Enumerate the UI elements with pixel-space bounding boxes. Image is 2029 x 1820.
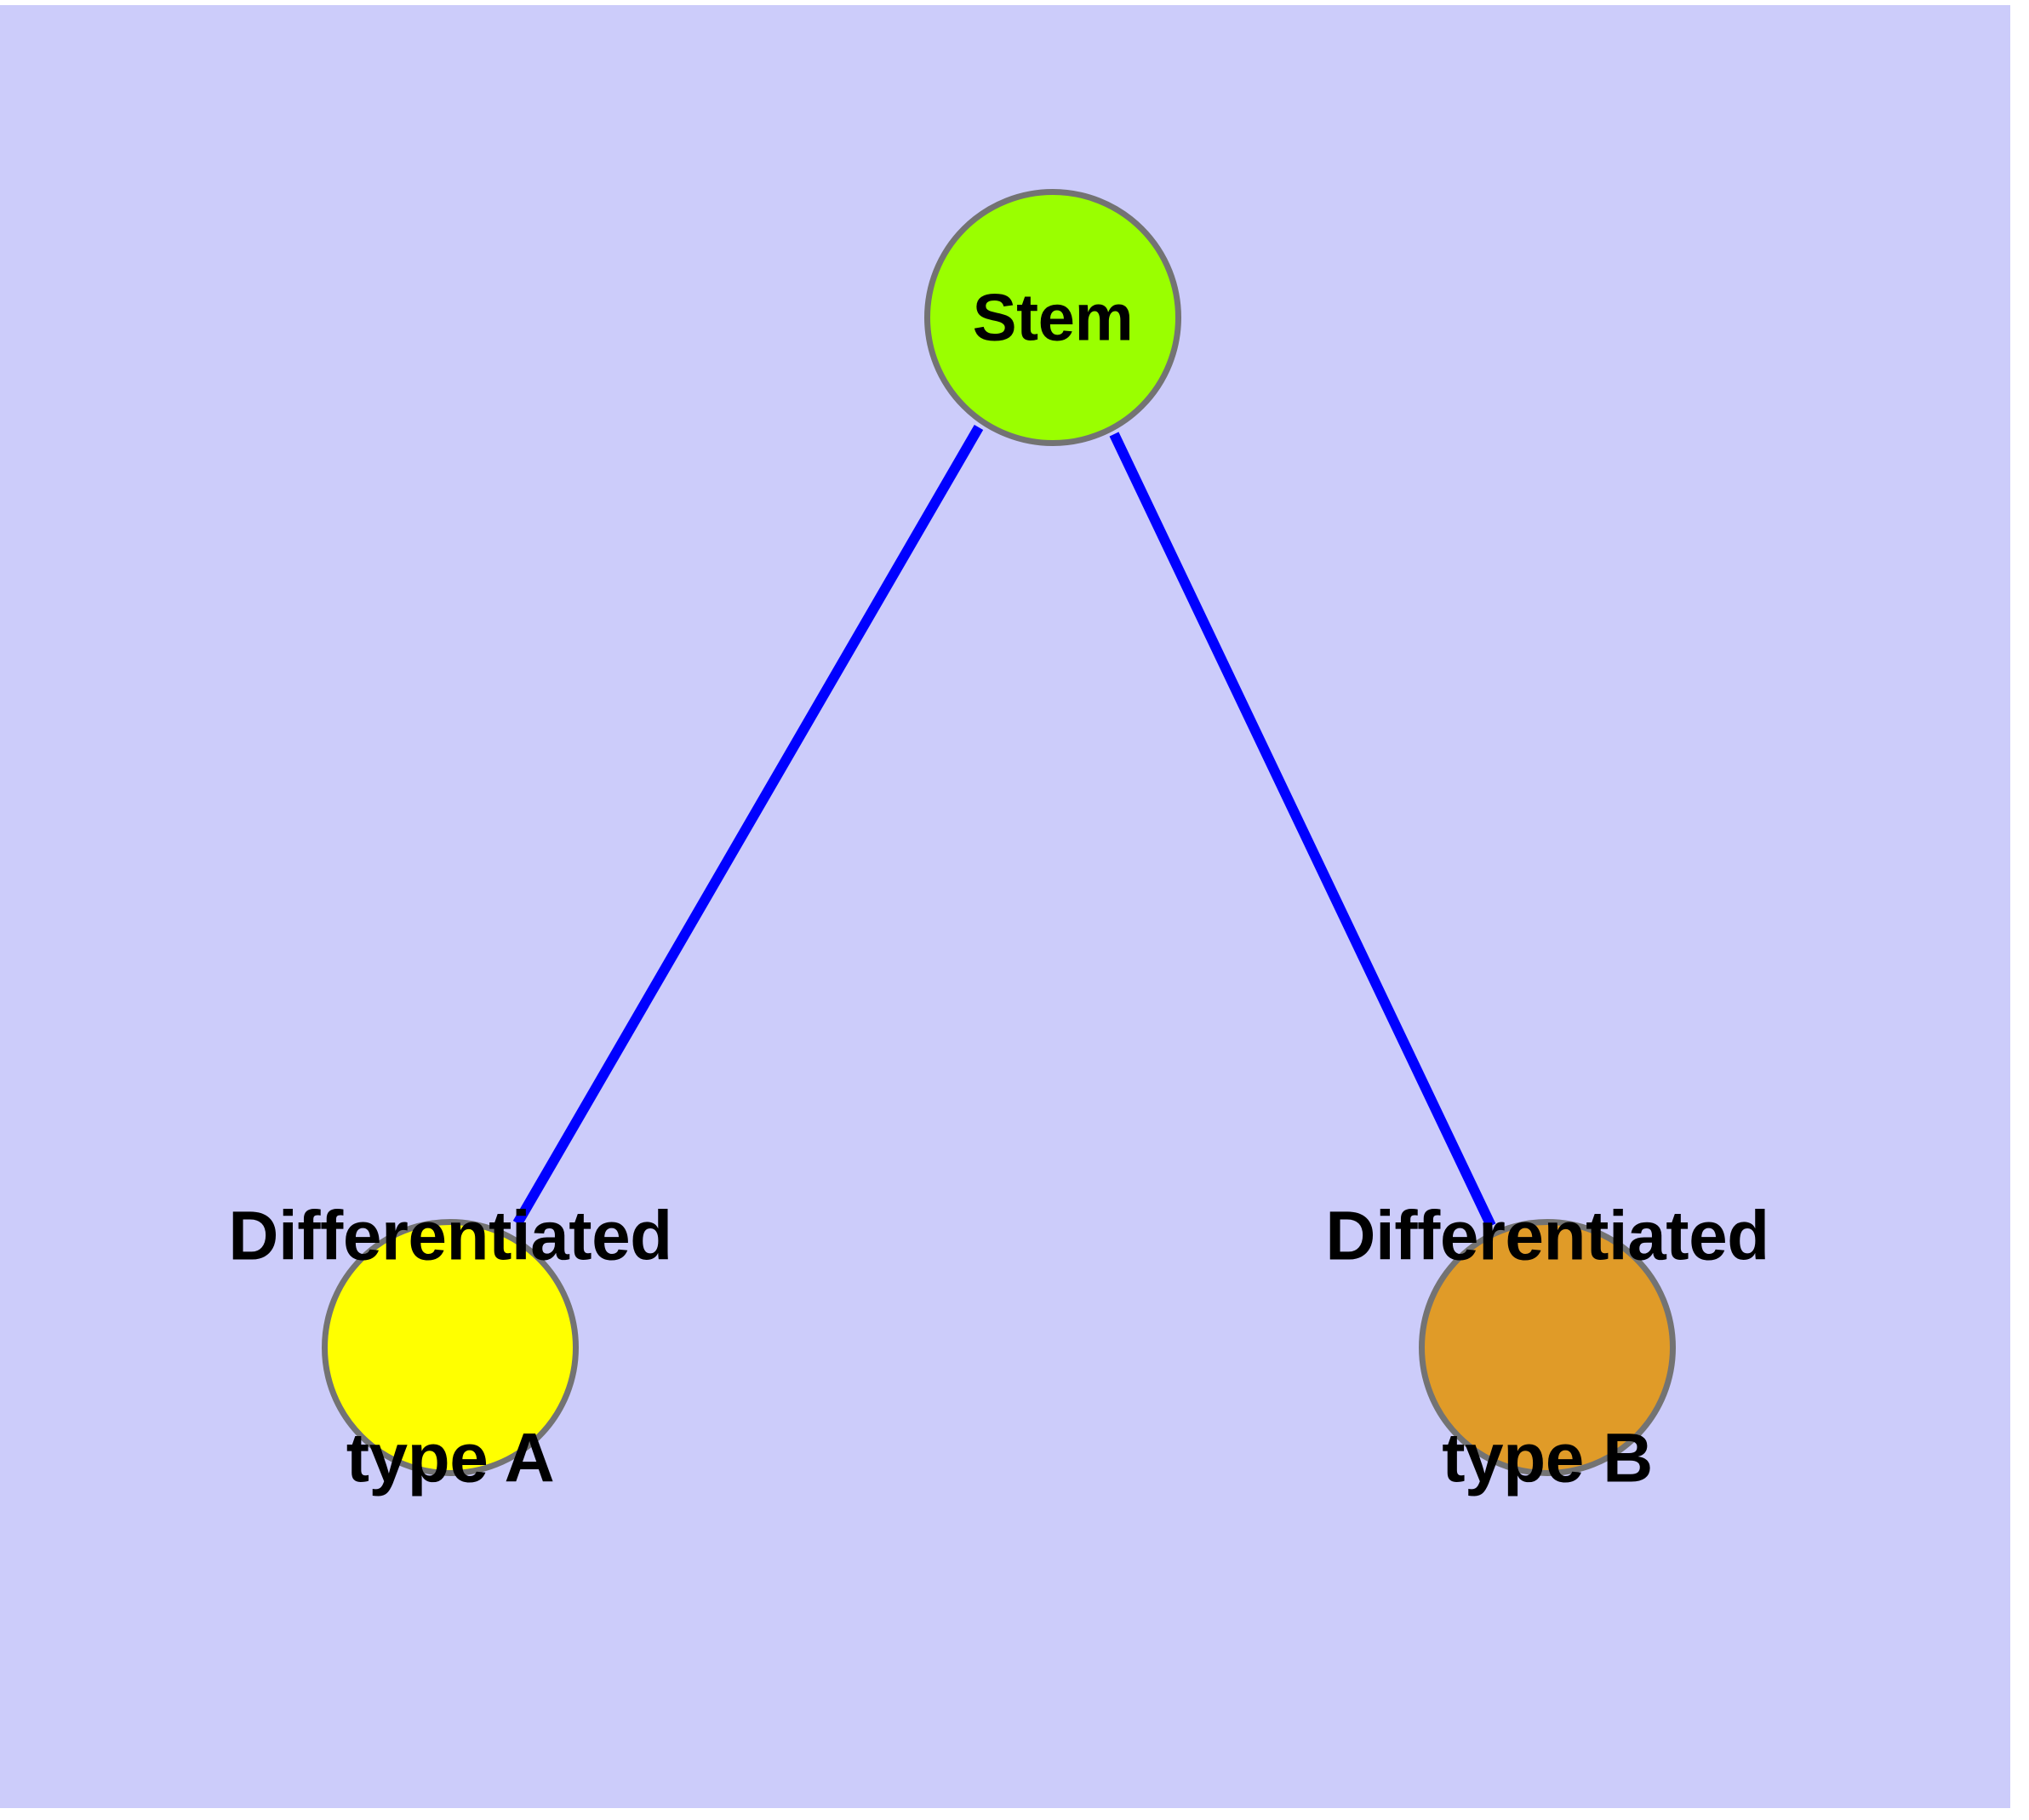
edge-group: [512, 424, 1496, 1228]
edge-stem-to-differentiated-type-a: [512, 424, 984, 1227]
edge-stem-to-differentiated-type-b: [1109, 432, 1496, 1228]
node-group: [322, 189, 1676, 1476]
node-differentiated-type-a[interactable]: [322, 1219, 579, 1476]
node-differentiated-type-b[interactable]: [1419, 1219, 1676, 1476]
node-stem[interactable]: [924, 189, 1181, 446]
